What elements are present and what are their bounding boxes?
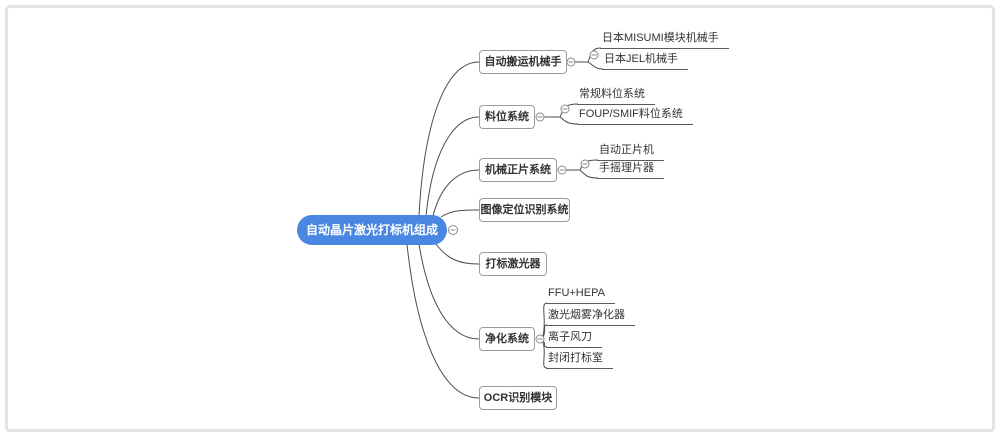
connector-line: [418, 243, 480, 340]
connector-line: [406, 243, 480, 399]
connector-line: [418, 61, 480, 217]
collapse-minus-icon[interactable]: [560, 104, 570, 114]
leaf-node[interactable]: 日本MISUMI模块机械手: [600, 30, 729, 49]
branch-node-alignment-system[interactable]: 机械正片系统: [479, 158, 557, 182]
collapse-minus-icon[interactable]: [589, 50, 599, 60]
connector-line: [559, 116, 579, 125]
connector-line: [432, 169, 480, 217]
collapse-minus-icon[interactable]: [535, 334, 545, 344]
leaf-node[interactable]: FFU+HEPA: [546, 285, 615, 304]
connector-line: [440, 209, 480, 218]
leaf-node[interactable]: 手摇理片器: [597, 160, 664, 179]
connector-line: [542, 340, 548, 348]
connector-line: [542, 341, 548, 369]
root-node[interactable]: 自动晶片激光打标机组成: [297, 215, 447, 245]
collapse-minus-icon[interactable]: [557, 165, 567, 175]
branch-node-handling-robot[interactable]: 自动搬运机械手: [479, 50, 567, 74]
connector-line: [587, 47, 602, 63]
collapse-minus-icon[interactable]: [566, 57, 576, 67]
connector-line: [435, 243, 480, 265]
leaf-node[interactable]: 自动正片机: [597, 142, 664, 161]
branch-node-material-system[interactable]: 料位系统: [479, 105, 535, 129]
leaf-node[interactable]: 日本JEL机械手: [602, 51, 688, 70]
collapse-minus-icon[interactable]: [535, 112, 545, 122]
connector-line: [587, 61, 604, 70]
leaf-node[interactable]: 离子风刀: [546, 329, 602, 348]
branch-node-vision-system[interactable]: 图像定位识别系统: [479, 198, 570, 222]
connector-line: [425, 116, 480, 217]
collapse-minus-icon[interactable]: [448, 225, 458, 235]
leaf-node[interactable]: 激光烟雾净化器: [546, 307, 635, 326]
branch-node-marking-laser[interactable]: 打标激光器: [479, 252, 547, 276]
connector-line: [579, 169, 599, 179]
leaf-node[interactable]: FOUP/SMIF料位系统: [577, 106, 693, 125]
leaf-node[interactable]: 常规料位系统: [577, 86, 655, 105]
leaf-node[interactable]: 封闭打标室: [546, 350, 613, 369]
collapse-minus-icon[interactable]: [580, 159, 590, 169]
branch-node-purification-system[interactable]: 净化系统: [479, 327, 535, 351]
connector-line: [542, 302, 548, 337]
branch-node-ocr-module[interactable]: OCR识别模块: [479, 386, 557, 410]
